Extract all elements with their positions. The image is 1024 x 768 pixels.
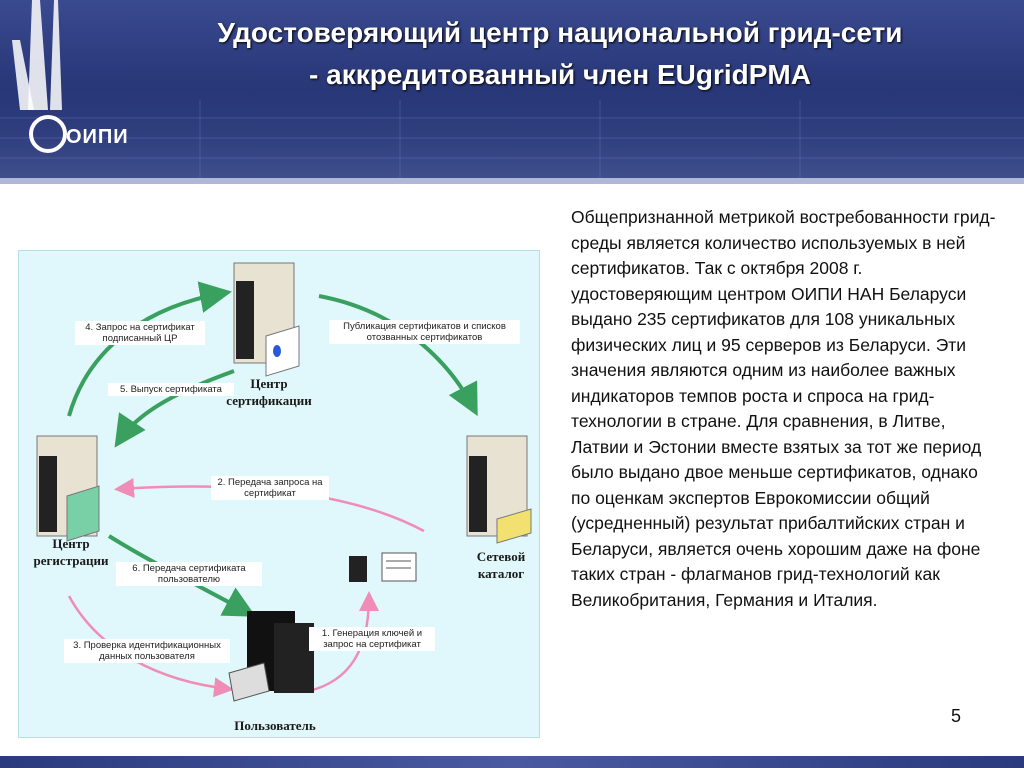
- user-node-label: Пользователь: [234, 718, 316, 733]
- page-title: Удостоверяющий центр национальной грид-с…: [120, 12, 1000, 96]
- certificate-documents-icon: [349, 552, 417, 582]
- ra-node-label: Центр регистрации: [33, 536, 109, 568]
- oipi-logo-icon: [12, 0, 67, 153]
- body-paragraph: Общепризнанной метрикой востребованности…: [571, 207, 996, 610]
- arrow-ca-to-directory: [318, 294, 478, 417]
- arrow-ra-to-ca: [67, 281, 232, 417]
- diagram-graphics: [36, 262, 532, 702]
- directory-node-label: Сетевой каталог: [476, 549, 526, 581]
- ca-node-label: Центр сертификации: [226, 376, 312, 408]
- header-banner: Удостоверяющий центр национальной грид-с…: [0, 0, 1024, 178]
- arrow-ca-to-ra: [114, 369, 235, 448]
- title-line-2: - аккредитованный член EUgridPMA: [309, 59, 811, 90]
- directory-server-icon: [466, 435, 532, 544]
- step-2-label: 2. Передача запроса на сертификат: [211, 476, 329, 500]
- certificate-workflow-diagram: 4. Запрос на сертификат подписанный ЦР 5…: [18, 250, 540, 738]
- ra-server-icon: [36, 435, 100, 542]
- step-3-label: 3. Проверка идентификационных данных пол…: [64, 639, 230, 663]
- header-divider: [0, 178, 1024, 184]
- step-1-label: 1. Генерация ключей и запрос на сертифик…: [309, 627, 435, 651]
- logo-text: ОИПИ: [66, 126, 129, 148]
- title-line-1: Удостоверяющий центр национальной грид-с…: [217, 17, 903, 48]
- arrow-user-keygen: [308, 591, 379, 693]
- step-5-label: 5. Выпуск сертификата: [108, 383, 234, 396]
- header-background: [0, 0, 1024, 178]
- user-workstation-icon: [228, 611, 314, 702]
- page-number: 5: [951, 706, 962, 726]
- step-4-label: 4. Запрос на сертификат подписанный ЦР: [75, 321, 205, 345]
- publish-label: Публикация сертификатов и списков отозва…: [329, 320, 520, 344]
- footer-bar: [0, 756, 1024, 768]
- step-6-label: 6. Передача сертификата пользователю: [116, 562, 262, 586]
- ca-server-icon: [233, 262, 300, 377]
